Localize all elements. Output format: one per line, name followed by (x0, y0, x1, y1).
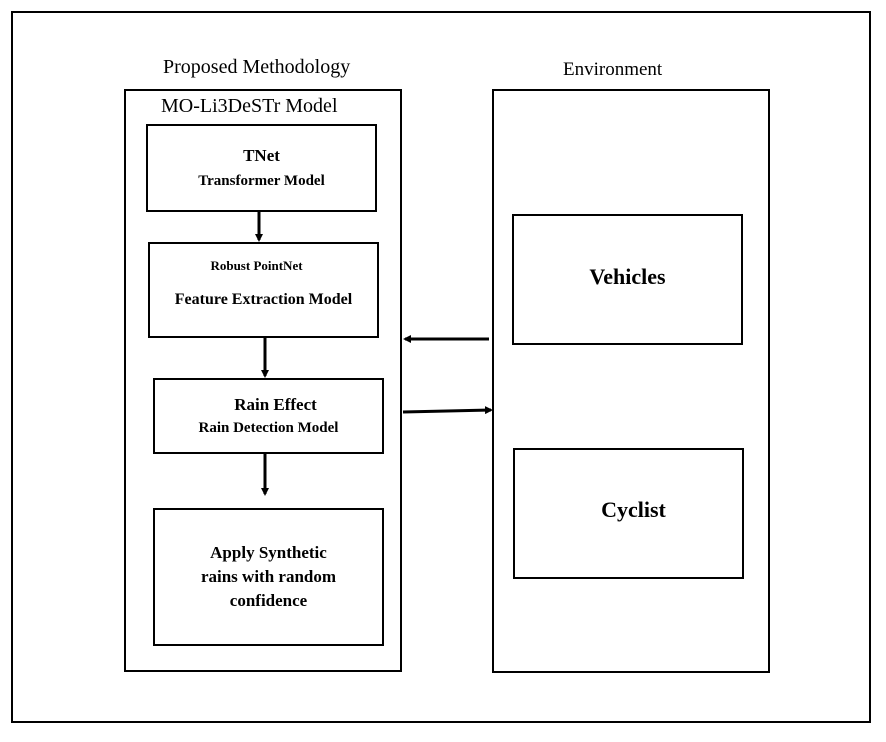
synthetic-line-1: Apply Synthetic (210, 543, 327, 562)
synthetic-line-2: rains with random (200, 567, 337, 586)
environment-heading: Environment (563, 59, 663, 80)
cyclist-box: Cyclist (513, 448, 744, 579)
synthetic-line-3: confidence (229, 591, 308, 610)
vehicles-box: Vehicles (512, 214, 743, 345)
tnet-subtitle: Transformer Model (198, 173, 325, 189)
cyclist-label: Cyclist (601, 496, 666, 522)
proposed-methodology-heading: Proposed Methodology (163, 56, 351, 78)
tnet-title: TNet (243, 146, 280, 165)
vehicles-label: Vehicles (589, 263, 666, 289)
rain-subtitle: Rain Detection Model (198, 420, 339, 436)
pointnet-subtitle: Feature Extraction Model (174, 291, 353, 308)
synthetic-rain-box: Apply Synthetic rains with random confid… (153, 508, 384, 646)
rain-box: Rain Effect Rain Detection Model (153, 378, 384, 454)
rain-title: Rain Effect (234, 395, 317, 414)
arrow-model-to-environment (402, 406, 493, 415)
model-name-label: MO-Li3DeSTr Model (161, 95, 338, 117)
pointnet-title: Robust PointNet (210, 258, 303, 273)
outer-frame (11, 11, 871, 723)
tnet-box: TNet Transformer Model (146, 124, 377, 212)
pointnet-box: Robust PointNet Feature Extraction Model (148, 242, 379, 338)
